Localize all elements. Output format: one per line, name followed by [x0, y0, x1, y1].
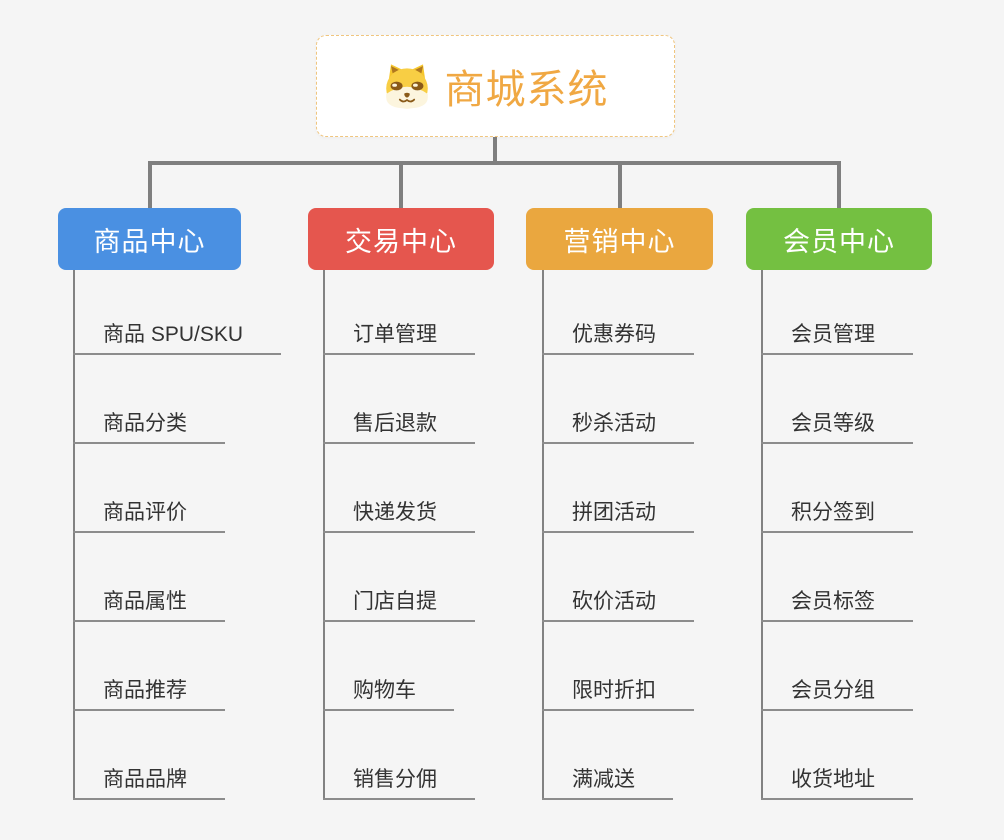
root-title: 商城系统	[444, 68, 609, 112]
leaf-node-shipping-address[interactable]: 收货地址	[761, 762, 913, 800]
leaf-node-product-review[interactable]: 商品评价	[73, 495, 225, 533]
branch-drop-connector	[837, 161, 841, 208]
root-stem-connector	[493, 137, 497, 163]
leaf-node-sales-commission[interactable]: 销售分佣	[323, 762, 475, 800]
leaf-node-member-groups[interactable]: 会员分组	[761, 673, 913, 711]
leaf-node-shopping-cart[interactable]: 购物车	[323, 673, 454, 711]
leaf-node-member-level[interactable]: 会员等级	[761, 406, 913, 444]
leaf-node-aftersale-refund[interactable]: 售后退款	[323, 406, 475, 444]
branch-trunk-line	[542, 270, 544, 800]
branch-horizontal-connector	[148, 161, 841, 165]
branch-label: 商品中心	[93, 226, 206, 257]
leaf-node-express-shipping[interactable]: 快递发货	[323, 495, 475, 533]
leaf-node-store-pickup[interactable]: 门店自提	[323, 584, 475, 622]
leaf-node-product-attribute[interactable]: 商品属性	[73, 584, 225, 622]
branch-label: 营销中心	[563, 226, 676, 257]
branch-node-member-center[interactable]: 会员中心	[746, 208, 932, 270]
branch-trunk-line	[73, 270, 75, 800]
root-node-mall-system[interactable]: 商城系统	[316, 35, 675, 137]
branch-label: 会员中心	[783, 226, 895, 257]
leaf-node-spend-threshold-promo[interactable]: 满减送	[542, 762, 673, 800]
leaf-node-product-spu-sku[interactable]: 商品 SPU/SKU	[73, 317, 282, 355]
branch-drop-connector	[399, 161, 403, 208]
branch-trunk-line	[761, 270, 763, 800]
leaf-node-member-tags[interactable]: 会员标签	[761, 584, 913, 622]
branch-node-marketing-center[interactable]: 营销中心	[526, 208, 713, 270]
leaf-node-order-management[interactable]: 订单管理	[323, 317, 475, 355]
branch-label: 交易中心	[345, 226, 457, 257]
leaf-node-bargain-activity[interactable]: 砍价活动	[542, 584, 694, 622]
leaf-node-product-brand[interactable]: 商品品牌	[73, 762, 225, 800]
leaf-node-member-management[interactable]: 会员管理	[761, 317, 913, 355]
branch-drop-connector	[618, 161, 622, 208]
leaf-node-product-recommend[interactable]: 商品推荐	[73, 673, 225, 711]
leaf-node-group-buy[interactable]: 拼团活动	[542, 495, 694, 533]
branch-drop-connector	[148, 161, 152, 208]
leaf-node-flash-sale[interactable]: 秒杀活动	[542, 406, 694, 444]
leaf-node-product-category[interactable]: 商品分类	[73, 406, 225, 444]
leaf-node-limited-time-discount[interactable]: 限时折扣	[542, 673, 694, 711]
leaf-node-points-checkin[interactable]: 积分签到	[761, 495, 913, 533]
branch-node-transaction-center[interactable]: 交易中心	[308, 208, 494, 270]
branch-node-product-center[interactable]: 商品中心	[58, 208, 241, 270]
dog-icon	[385, 64, 428, 109]
branch-trunk-line	[323, 270, 325, 800]
leaf-node-coupon-code[interactable]: 优惠券码	[542, 317, 694, 355]
